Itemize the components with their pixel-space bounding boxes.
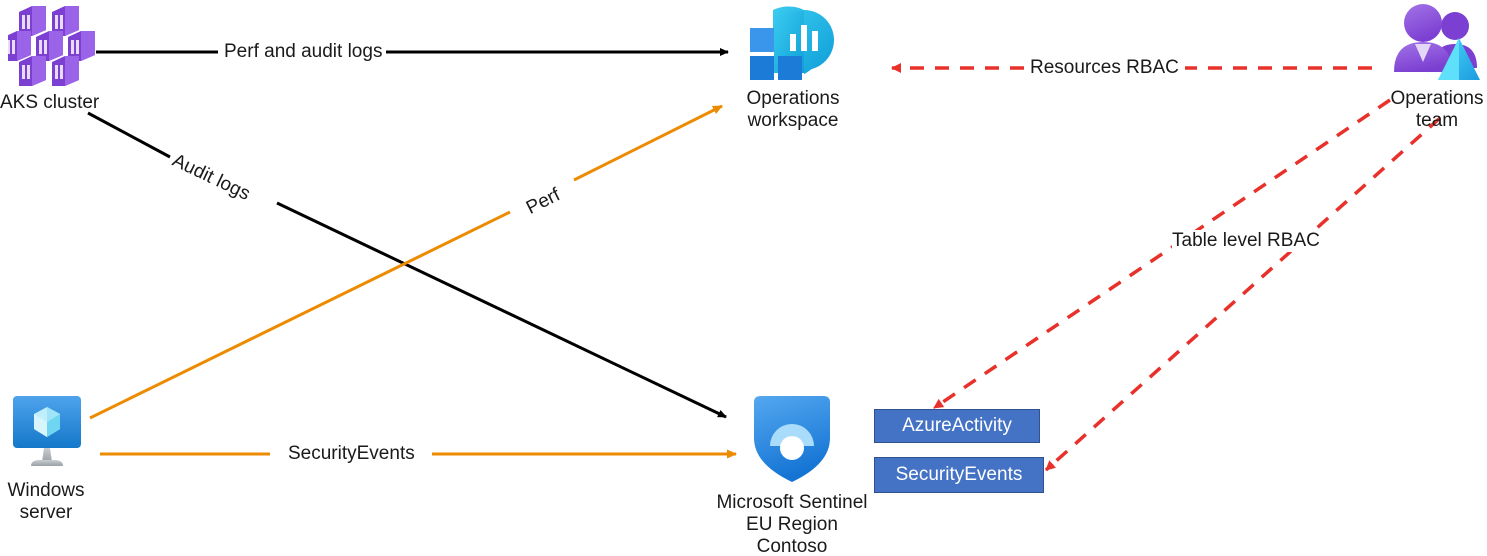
node-label-operations-team-line1: Operations (1390, 88, 1484, 109)
operations-team-people-icon (1394, 4, 1480, 80)
edge-table-level-rbac-azureactivity (933, 98, 1391, 410)
edge-label-table-level-rbac: Table level RBAC (1172, 230, 1320, 252)
node-label-microsoft-sentinel-line2: EU Region (746, 514, 838, 535)
node-windows-server (6, 392, 96, 476)
node-label-windows-server-line1: Windows (7, 480, 85, 501)
edge-label-security-events: SecurityEvents (288, 443, 415, 465)
node-label-operations-workspace-line2: workspace (747, 110, 839, 131)
log-analytics-workspace-icon (750, 6, 834, 80)
node-label-operations-workspace-line1: Operations (746, 88, 840, 109)
table-box-azureactivity[interactable]: AzureActivity (874, 409, 1040, 443)
node-label-windows-server-line2: server (19, 502, 73, 523)
node-operations-workspace (745, 2, 837, 86)
edge-perf (89, 104, 723, 420)
edge-table-level-rbac-securityevents (1044, 116, 1442, 472)
edge-label-perf-and-audit-logs: Perf and audit logs (224, 41, 383, 63)
node-operations-team (1388, 2, 1484, 86)
aks-cluster-icon (4, 6, 95, 86)
node-aks-cluster (4, 4, 96, 88)
node-label-operations-team-line2: team (1415, 110, 1459, 131)
table-box-securityevents[interactable]: SecurityEvents (874, 457, 1044, 493)
node-label-aks-cluster: AKS cluster (0, 92, 100, 113)
windows-server-icon (13, 396, 81, 466)
microsoft-sentinel-shield-icon (754, 396, 830, 482)
edge-audit-logs (87, 111, 727, 419)
node-microsoft-sentinel (746, 390, 838, 486)
node-label-microsoft-sentinel-line3: Contoso (756, 536, 828, 556)
node-label-microsoft-sentinel-line1: Microsoft Sentinel (716, 492, 868, 513)
edge-label-resources-rbac: Resources RBAC (1030, 57, 1179, 79)
